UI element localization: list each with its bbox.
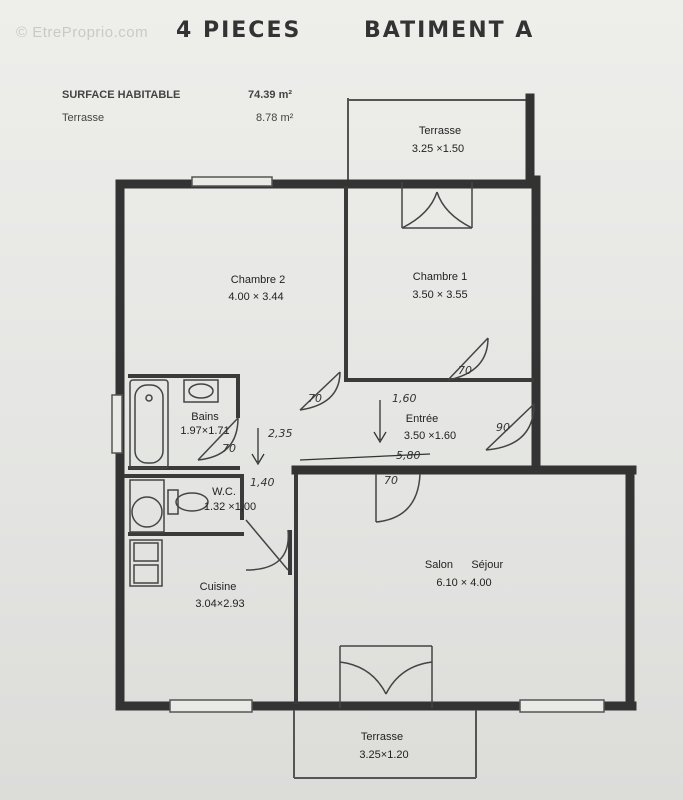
salon-dims: 6.10 × 4.00 xyxy=(436,577,491,589)
annotation-door-90: 90 xyxy=(496,421,510,434)
entree-name: Entrée xyxy=(406,413,438,425)
chambre1-name: Chambre 1 xyxy=(413,271,467,283)
terrasse-top-name: Terrasse xyxy=(419,125,461,137)
title-building: BATIMENT A xyxy=(364,18,535,43)
annotation-length-160: 1,60 xyxy=(392,392,417,405)
kitchen-sink xyxy=(129,539,163,587)
terrasse-bottom-dims: 3.25×1.20 xyxy=(359,749,408,761)
salon-name: Salon Séjour xyxy=(425,559,504,571)
terrace-bottom-outline xyxy=(293,710,477,779)
chambre1-dims: 3.50 × 3.55 xyxy=(412,289,467,301)
cuisine-dims: 3.04×2.93 xyxy=(195,598,244,610)
annotation-door-70-c: 70 xyxy=(222,442,236,455)
door-swings xyxy=(197,337,535,571)
title-rooms-count: 4 PIECES xyxy=(176,18,302,43)
annotation-length-140: 1,40 xyxy=(250,476,275,489)
cuisine-name: Cuisine xyxy=(200,581,237,593)
terrace-label: Terrasse xyxy=(62,112,105,124)
french-door-bottom xyxy=(339,645,433,708)
bathtub xyxy=(129,379,169,469)
bains-dims: 1.97×1.71 xyxy=(180,425,229,437)
interior-walls xyxy=(124,186,534,704)
annotation-length-580: 5,80 xyxy=(396,449,421,462)
terrace-value: 8.78 m² xyxy=(256,112,294,124)
wc-dims: 1.32 ×1,00 xyxy=(204,501,256,513)
watermark: © EtreProprio.com xyxy=(16,24,149,41)
surface-value: 74.39 m² xyxy=(248,89,293,101)
chambre2-name: Chambre 2 xyxy=(231,274,285,286)
french-door-top xyxy=(401,182,473,229)
terrasse-top-dims: 3.25 ×1.50 xyxy=(412,143,464,155)
annotation-door-70-b: 70 xyxy=(458,364,472,377)
bains-name: Bains xyxy=(191,411,219,423)
terrace-top-outline xyxy=(347,98,526,180)
hand-arrows xyxy=(251,400,431,466)
annotation-door-70-d: 70 xyxy=(384,474,398,487)
entree-dims: 3.50 ×1.60 xyxy=(404,430,456,442)
annotation-length-235: 2,35 xyxy=(268,427,293,440)
annotation-door-70-a: 70 xyxy=(308,392,322,405)
chambre2-dims: 4.00 × 3.44 xyxy=(228,291,283,303)
wc-name: W.C. xyxy=(212,486,236,498)
surface-label: SURFACE HABITABLE xyxy=(62,89,181,101)
wc-fixture xyxy=(129,479,209,533)
bathroom-sink xyxy=(183,379,219,403)
windows xyxy=(111,176,605,713)
terrasse-bottom-name: Terrasse xyxy=(361,731,403,743)
